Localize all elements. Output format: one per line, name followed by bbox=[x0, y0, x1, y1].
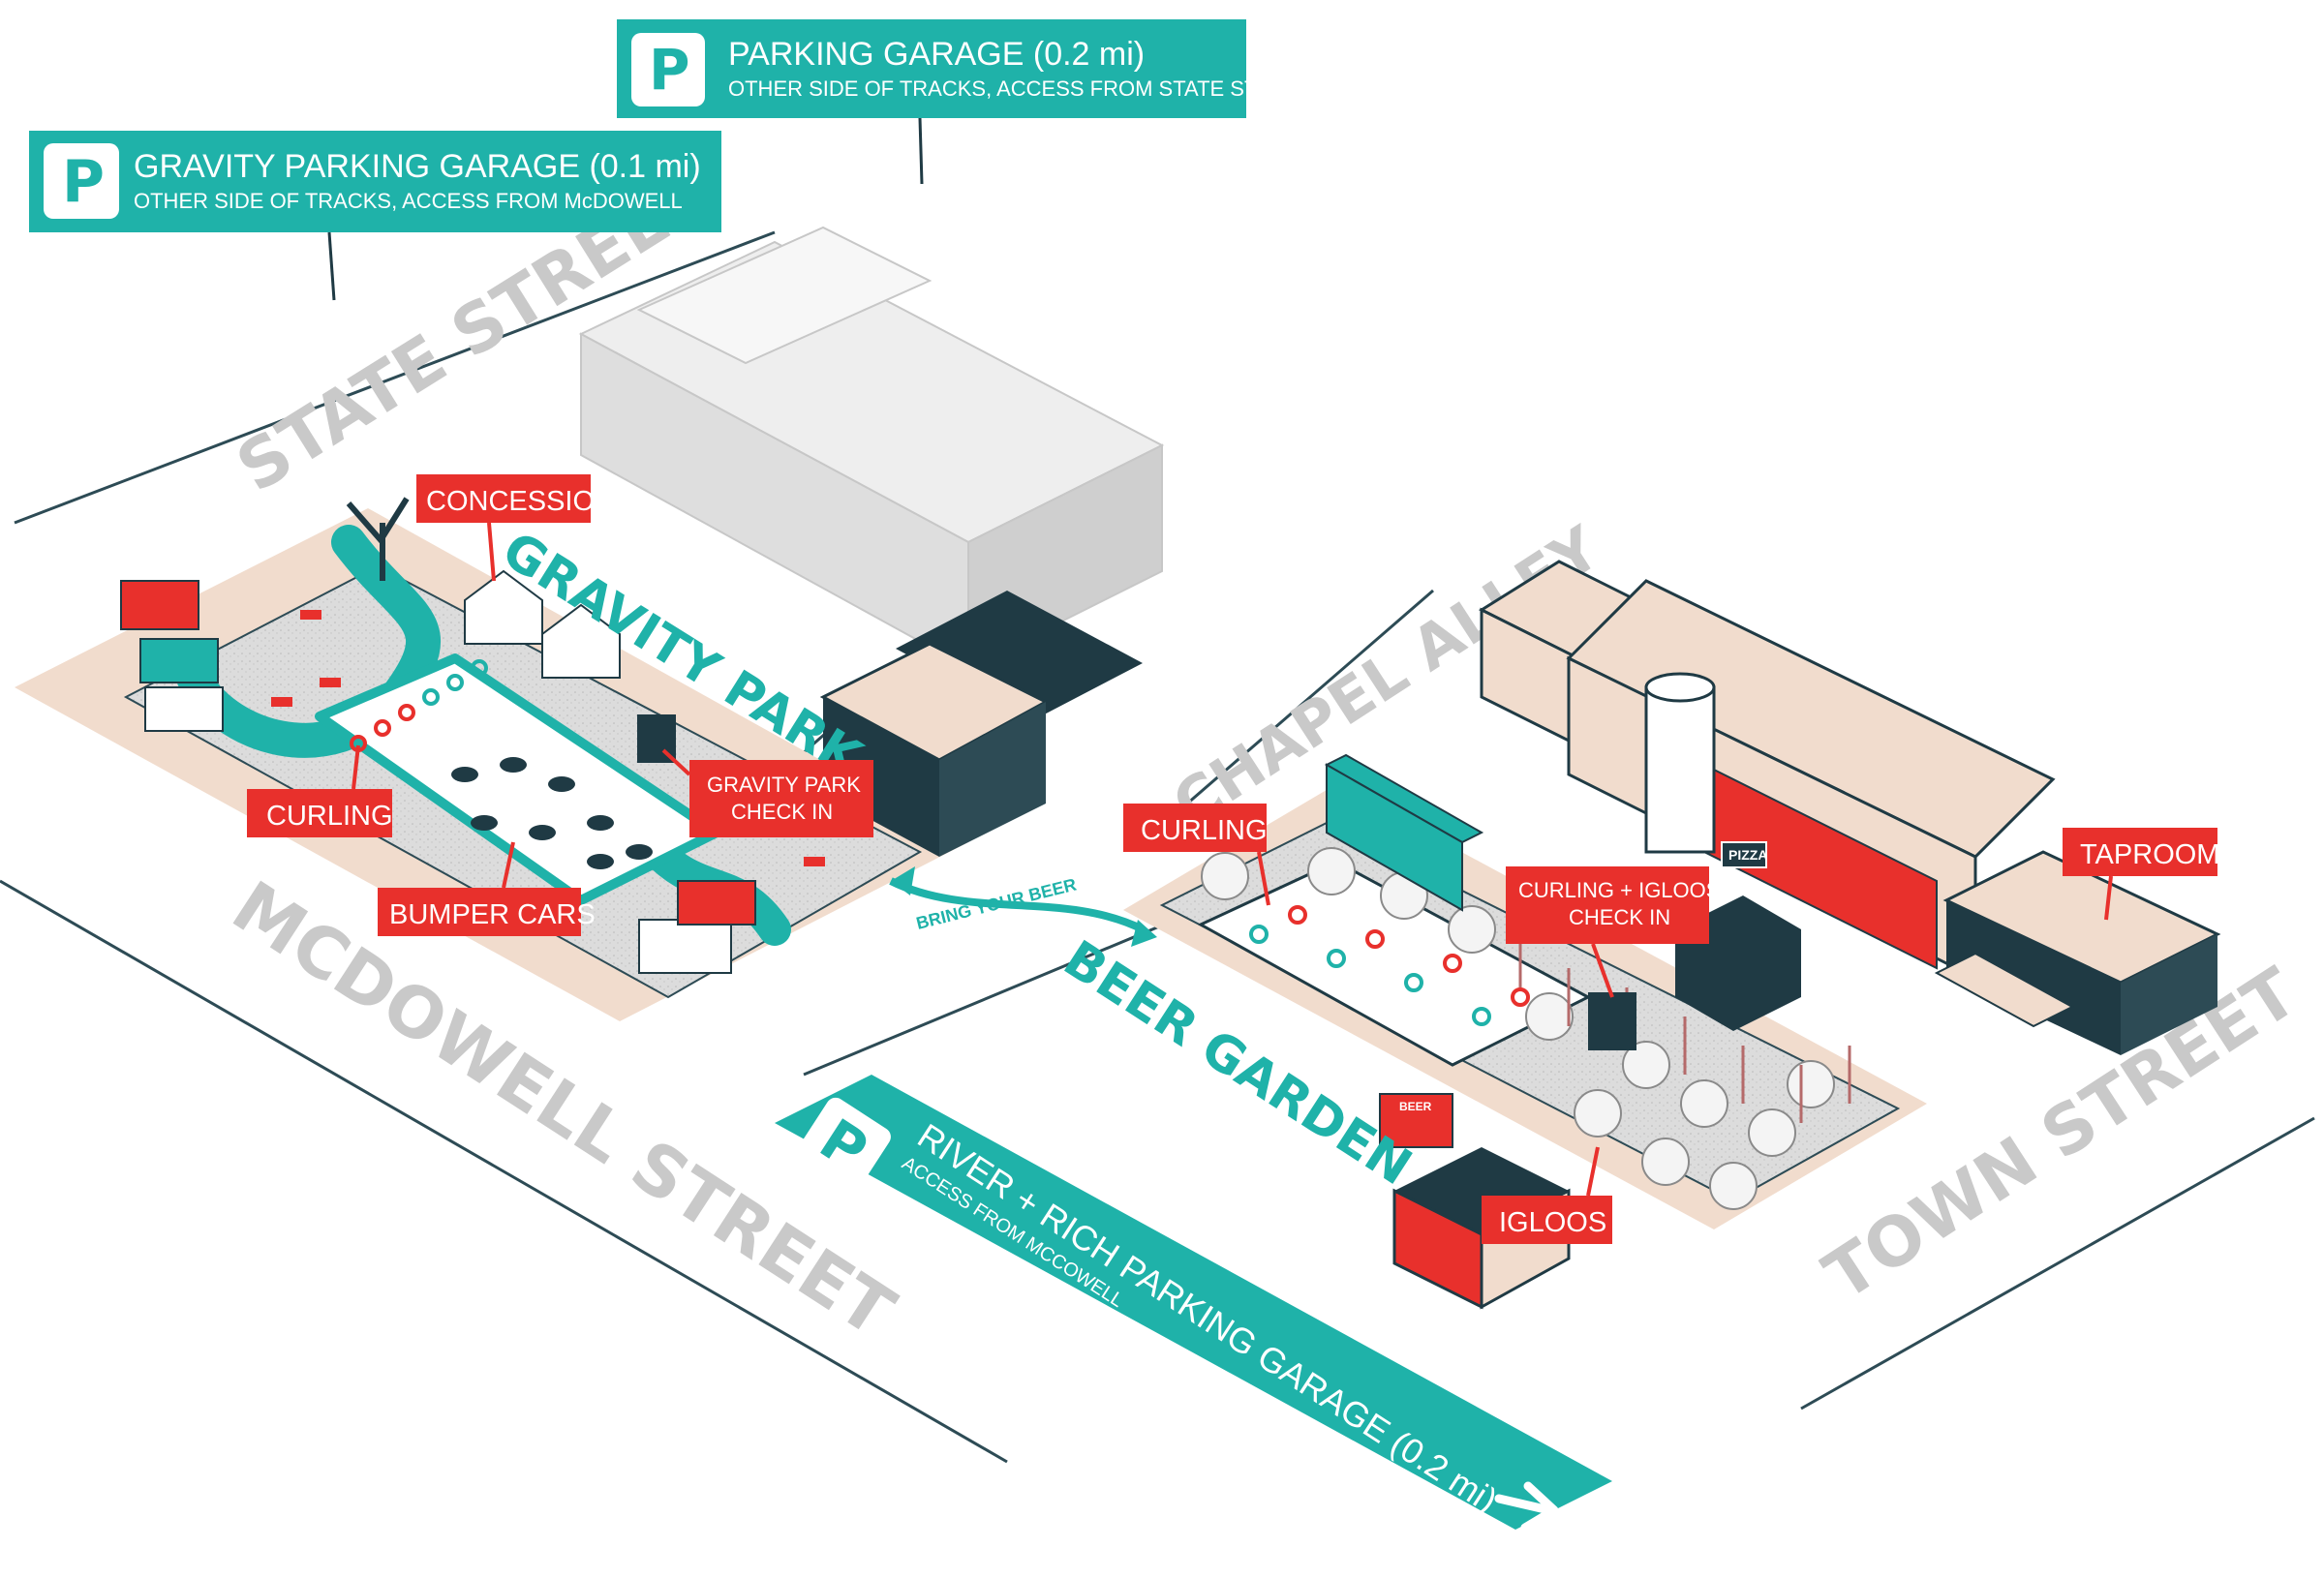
parking-gravity-banner[interactable]: P GRAVITY PARKING GARAGE (0.1 mi) OTHER … bbox=[29, 131, 721, 301]
curling-targets-right bbox=[1249, 905, 1530, 1026]
tag-gravity-checkin-line1: GRAVITY PARK bbox=[707, 773, 861, 797]
tag-bumper-cars-label: BUMPER CARS bbox=[389, 899, 596, 930]
tag-gravity-checkin[interactable]: GRAVITY PARK CHECK IN bbox=[661, 748, 873, 837]
parking-icon bbox=[796, 1097, 891, 1193]
parking-gravity-subtitle: OTHER SIDE OF TRACKS, ACCESS FROM McDOWE… bbox=[134, 189, 683, 213]
tag-curling-left[interactable]: CURLING bbox=[247, 744, 393, 837]
picnic-tables bbox=[271, 610, 825, 866]
tag-concession-label: CONCESSION bbox=[426, 486, 615, 517]
checkin-kiosk-right bbox=[1588, 992, 1636, 1050]
tag-concession[interactable]: CONCESSION bbox=[416, 474, 615, 582]
parking-state-banner[interactable]: P PARKING GARAGE (0.2 mi) OTHER SIDE OF … bbox=[617, 19, 1257, 185]
warehouse-building bbox=[578, 226, 1165, 670]
tag-curling-right[interactable]: CURLING bbox=[1123, 804, 1270, 906]
tag-gravity-checkin-line2: CHECK IN bbox=[731, 800, 833, 824]
tag-taproom[interactable]: TAPROOM bbox=[2063, 828, 2219, 921]
beer-garden-lot: BEER bbox=[1123, 753, 1927, 1310]
tree-icon bbox=[346, 497, 410, 581]
parking-state-title: PARKING GARAGE (0.2 mi) bbox=[728, 36, 1145, 73]
parking-state-subtitle: OTHER SIDE OF TRACKS, ACCESS FROM STATE … bbox=[728, 76, 1257, 101]
arrow-right-icon bbox=[1494, 1481, 1559, 1532]
parking-icon-letter: P bbox=[649, 37, 690, 103]
tag-curling-igloos-line2: CHECK IN bbox=[1569, 905, 1670, 929]
parking-icon-letter: P bbox=[62, 148, 105, 216]
tag-curling-igloos-line1: CURLING + IGLOOS bbox=[1518, 878, 1720, 902]
tag-bumper-cars[interactable]: BUMPER CARS bbox=[378, 841, 596, 936]
parking-icon bbox=[44, 143, 119, 219]
bring-your-beer-arrow bbox=[889, 866, 1157, 947]
igloo-domes bbox=[1201, 847, 1835, 1210]
concession-tents bbox=[464, 569, 621, 679]
trailer bbox=[1324, 753, 1484, 912]
shipping-containers bbox=[120, 580, 756, 974]
beer-truck-icon: BEER bbox=[1379, 1093, 1453, 1148]
brewery-buildings: PIZZA bbox=[1478, 560, 2221, 1055]
tag-igloos-label: IGLOOS bbox=[1499, 1207, 1606, 1238]
bumper-cars bbox=[451, 757, 653, 869]
parking-gravity-title: GRAVITY PARKING GARAGE (0.1 mi) bbox=[134, 148, 701, 185]
navy-building bbox=[819, 591, 1143, 857]
tag-curling-left-label: CURLING bbox=[266, 801, 393, 832]
tag-curling-right-label: CURLING bbox=[1141, 815, 1268, 846]
tag-curling-igloos-checkin[interactable]: CURLING + IGLOOS CHECK IN bbox=[1506, 866, 1720, 998]
parking-icon bbox=[631, 33, 705, 106]
tag-igloos[interactable]: IGLOOS bbox=[1482, 1146, 1612, 1244]
tag-taproom-label: TAPROOM bbox=[2080, 839, 2219, 870]
beer-truck-sign: BEER bbox=[1399, 1100, 1432, 1113]
parking-river-title: RIVER + RICH PARKING GARAGE (0.2 mi) bbox=[911, 1115, 1505, 1520]
pizza-sign: PIZZA bbox=[1728, 847, 1767, 863]
